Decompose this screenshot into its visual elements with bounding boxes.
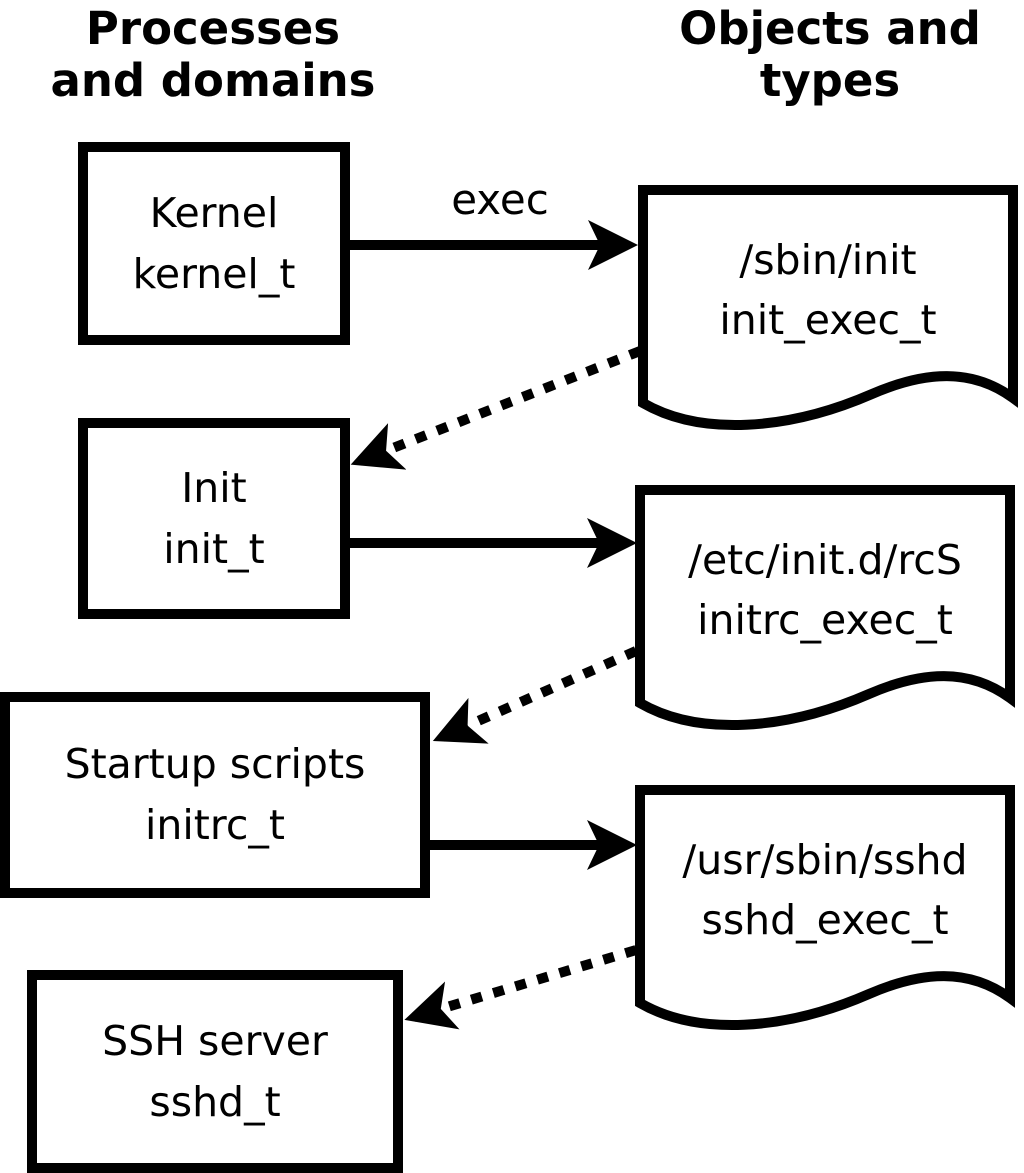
transition-arrows xyxy=(350,346,642,1030)
file-type-label: init_exec_t xyxy=(719,296,937,344)
object-label-usr-sbin-sshd: /usr/sbin/sshd sshd_exec_t xyxy=(645,790,1005,990)
object-label-sbin-init: /sbin/init init_exec_t xyxy=(648,190,1008,390)
column-header-objects-and-types: Objects and types xyxy=(640,3,1020,107)
file-type-label: sshd_exec_t xyxy=(701,896,949,944)
domain-type-label: init_t xyxy=(163,524,265,573)
dotted-arrow-sbin-init-to-init xyxy=(350,346,642,470)
process-box-init: Init init_t xyxy=(78,418,350,619)
process-box-startup-scripts: Startup scripts initrc_t xyxy=(0,692,430,898)
header-line: and domains xyxy=(50,54,376,107)
domain-type-label: kernel_t xyxy=(132,249,296,298)
file-type-label: initrc_exec_t xyxy=(697,596,953,644)
process-label: SSH server xyxy=(102,1016,328,1065)
file-path-label: /sbin/init xyxy=(739,236,917,284)
column-header-processes-and-domains: Processes and domains xyxy=(10,3,416,107)
header-line: Objects and xyxy=(679,2,981,55)
header-line: Processes xyxy=(85,2,341,55)
dotted-arrow-rcs-to-startup xyxy=(432,646,639,744)
object-label-etc-initd-rcs: /etc/init.d/rcS initrc_exec_t xyxy=(645,490,1005,690)
process-label: Startup scripts xyxy=(64,740,366,788)
process-box-ssh-server: SSH server sshd_t xyxy=(27,970,403,1173)
domain-type-label: initrc_t xyxy=(145,801,285,849)
process-label: Kernel xyxy=(149,188,279,237)
dotted-arrow-sshd-exec-to-sshd xyxy=(404,945,638,1030)
exec-arrow-label: exec xyxy=(451,175,549,224)
domain-type-label: sshd_t xyxy=(149,1077,281,1126)
file-path-label: /usr/sbin/sshd xyxy=(682,836,968,884)
file-path-label: /etc/init.d/rcS xyxy=(688,536,962,584)
process-label: Init xyxy=(181,463,247,512)
process-box-kernel: Kernel kernel_t xyxy=(78,142,350,345)
header-line: types xyxy=(759,54,901,107)
